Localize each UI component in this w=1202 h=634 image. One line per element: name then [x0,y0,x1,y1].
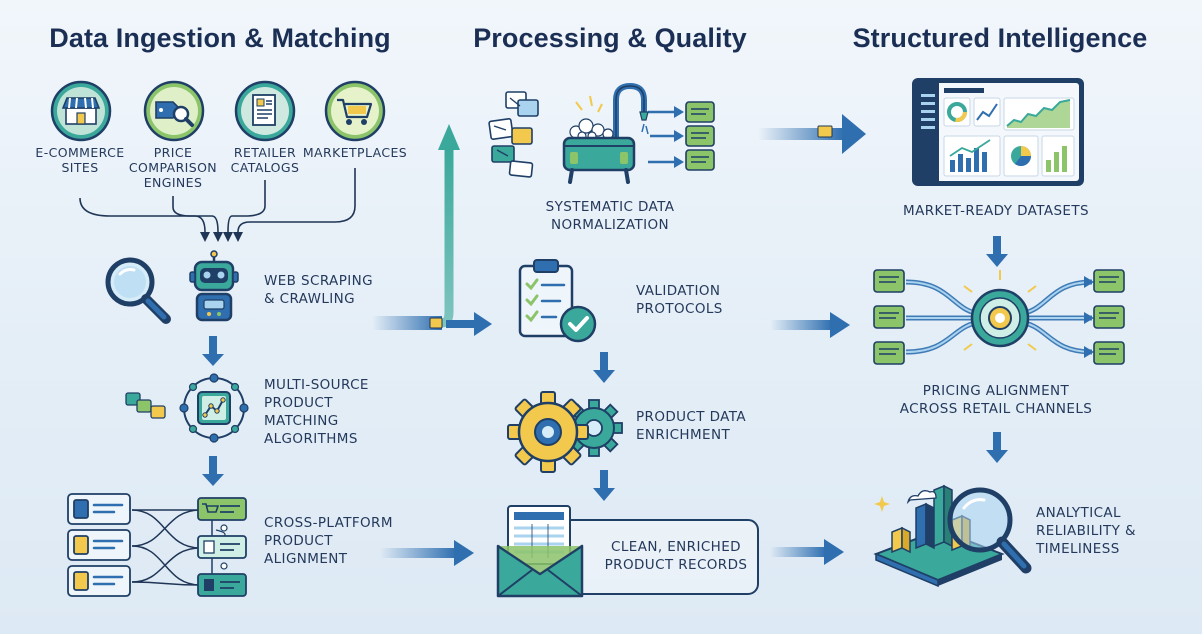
analytics-city-icon [870,468,1036,600]
top-transfer-arrow-2 [758,114,866,154]
envelope-records-icon [494,500,586,606]
source-label-marketplaces: MARKETPLACES [302,145,408,160]
middle-transfer-arrow-2 [770,312,850,338]
column2-down-arrows [593,352,615,501]
clipboard-check-icon [516,258,600,350]
data-cards-icon [125,392,171,424]
column-title-intelligence: Structured Intelligence [852,23,1148,53]
basin-output-arrows [648,110,676,164]
shopping-cart-icon [324,80,386,146]
pricing-hub-icon [872,262,1126,376]
column-title-ingestion: Data Ingestion & Matching [49,23,391,53]
step-label-web-scraping: WEB SCRAPING& CRAWLING [264,273,373,307]
magnifying-glass-icon [98,252,176,334]
network-hub-icon [178,372,250,448]
column1-down-arrows [202,336,224,486]
bottom-transfer-arrow-1 [380,540,474,566]
raw-files-icon [484,90,556,190]
product-card-stack-icon [66,490,134,604]
source-tree-arrowheads [200,232,243,242]
catalog-document-icon [234,80,296,146]
dashboard-monitor-icon [910,76,1086,192]
step-label-market-datasets: MARKET-READY DATASETS [903,203,1089,219]
storefront-icon [50,80,112,146]
card-fan-lines [131,509,201,586]
rising-transfer-arrow [372,124,492,336]
price-tag-magnifier-icon [143,80,205,146]
aligned-products-icon [196,494,248,606]
column3-down-arrows [986,236,1008,463]
source-tree-lines [79,168,356,233]
bottom-transfer-arrow-2 [770,539,844,565]
normalized-records-icon [684,100,718,178]
washing-basin-icon [556,78,652,194]
robot-icon [185,250,243,332]
gears-icon [506,388,624,478]
column-title-processing: Processing & Quality [473,23,747,53]
